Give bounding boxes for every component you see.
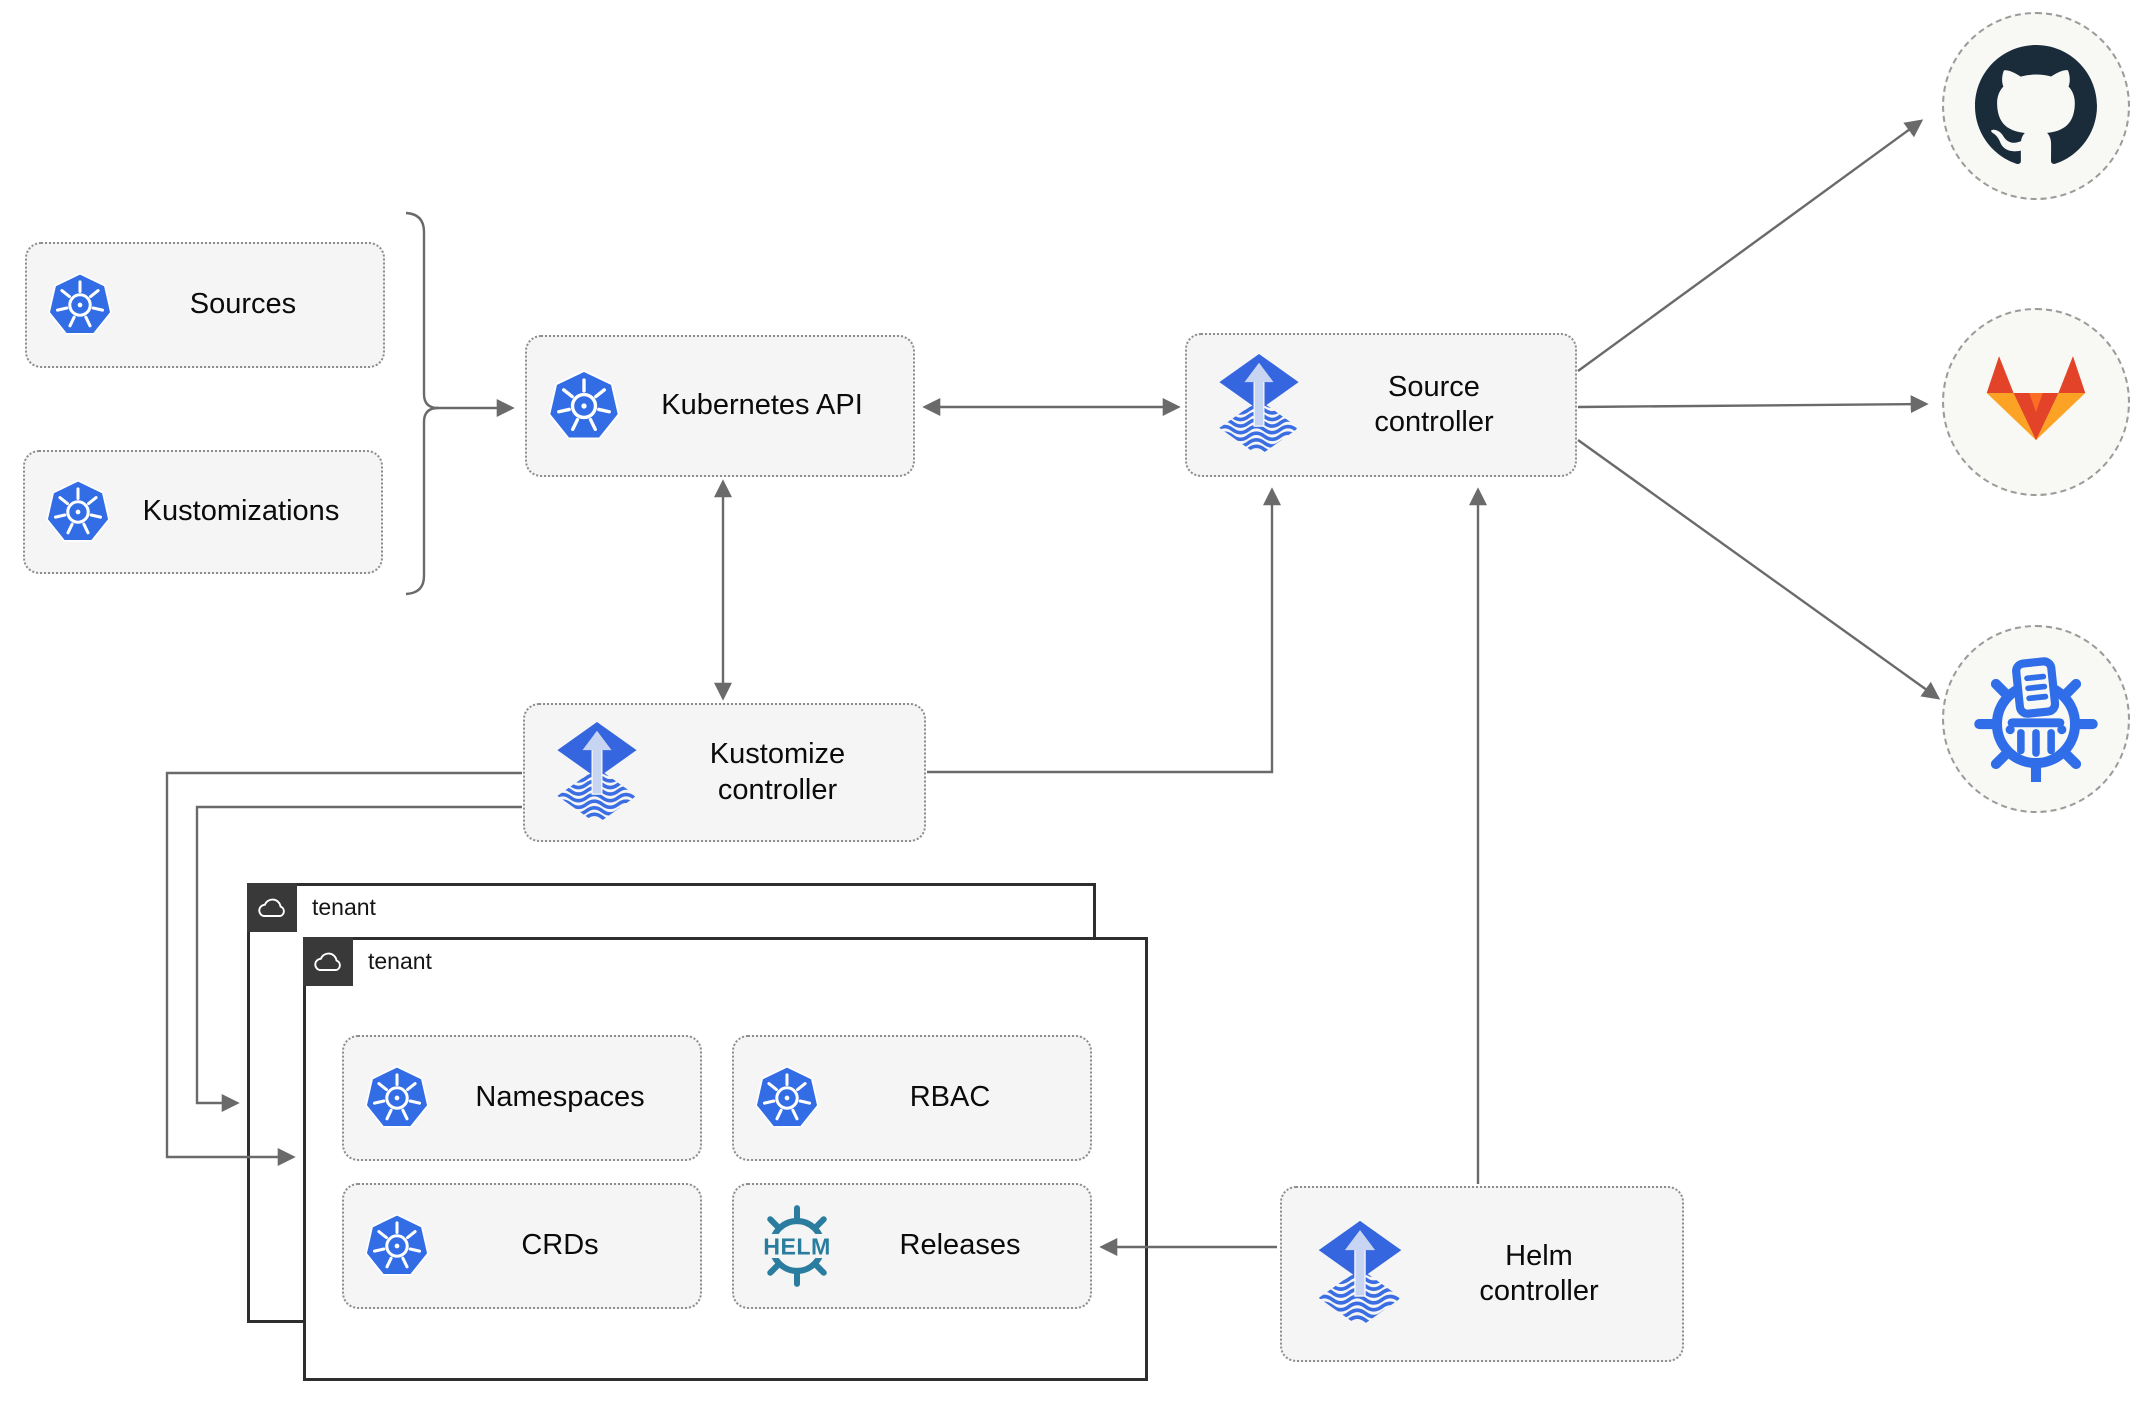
endpoint-helm-repository	[1942, 625, 2130, 813]
node-kubernetes-api: Kubernetes API	[525, 335, 915, 477]
node-sources: Sources	[25, 242, 385, 368]
node-releases: HELM Releases	[732, 1183, 1092, 1309]
kubernetes-icon	[364, 1065, 430, 1131]
flux-icon	[1314, 1219, 1406, 1329]
helm-icon-text: HELM	[763, 1234, 831, 1260]
node-helm-controller: Helm controller	[1280, 1186, 1684, 1362]
cloud-icon	[258, 898, 285, 917]
node-kustomize-controller: Kustomize controller	[523, 703, 926, 842]
kubernetes-icon	[45, 479, 111, 545]
node-namespaces: Namespaces	[342, 1035, 702, 1161]
edge-source-helmrepo	[1577, 439, 1941, 700]
node-label: Kubernetes API	[661, 389, 863, 422]
github-icon	[1975, 45, 2097, 164]
bracket-bottom	[405, 406, 439, 596]
node-label: Namespaces	[475, 1081, 645, 1114]
node-label: Releases	[899, 1229, 1021, 1262]
cloud-icon	[314, 952, 341, 971]
kubernetes-icon	[547, 369, 621, 443]
node-label: Sources	[189, 288, 297, 321]
kubernetes-icon	[754, 1065, 820, 1131]
node-label: Kustomize controller	[709, 738, 846, 806]
endpoint-github	[1942, 12, 2130, 200]
node-label: Kustomizations	[142, 495, 340, 528]
tenant-tab	[303, 937, 353, 986]
node-label: Source controller	[1374, 370, 1494, 438]
tenant-label: tenant	[312, 894, 376, 920]
node-crds: CRDs	[342, 1183, 702, 1309]
kubernetes-icon	[364, 1213, 430, 1279]
edge-source-gitlab	[1577, 395, 1929, 414]
node-label: RBAC	[909, 1081, 991, 1114]
helm-icon: HELM	[754, 1205, 840, 1287]
node-source-controller: Source controller	[1185, 333, 1577, 477]
chart-repository-icon	[1974, 657, 2098, 782]
gitlab-icon	[1986, 356, 2086, 441]
endpoint-gitlab	[1942, 308, 2130, 496]
kubernetes-icon	[47, 272, 113, 338]
edge-source-github	[1577, 119, 1924, 372]
node-label: Helm controller	[1479, 1239, 1599, 1307]
flux-icon	[1215, 352, 1303, 458]
tenant-label: tenant	[368, 948, 432, 974]
bracket-top	[405, 211, 439, 410]
node-label: CRDs	[521, 1229, 599, 1262]
node-rbac: RBAC	[732, 1035, 1092, 1161]
tenant-tab	[247, 883, 297, 932]
flux-icon	[553, 720, 641, 826]
edge-kustomize-source	[927, 487, 1281, 774]
node-kustomizations: Kustomizations	[23, 450, 383, 574]
